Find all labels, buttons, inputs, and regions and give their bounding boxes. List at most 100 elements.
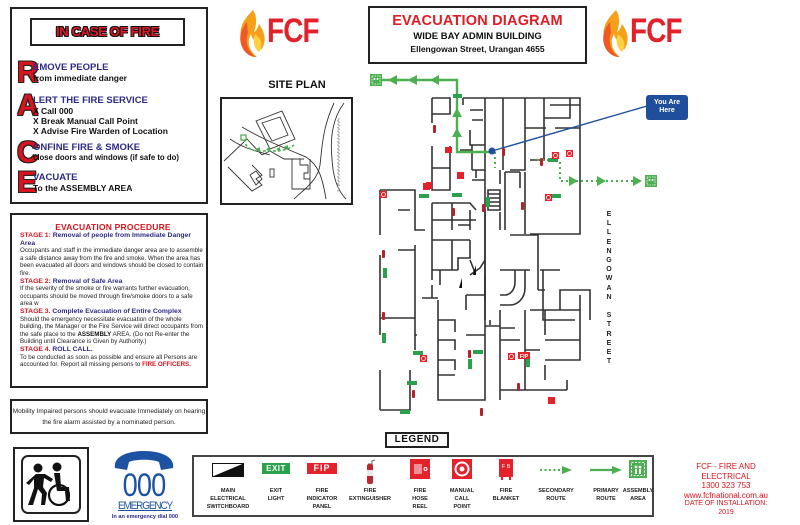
route-arrow — [452, 108, 462, 117]
stage-3-text: Should the emergency necessitate evacuat… — [20, 316, 206, 346]
secondary-route-arrows — [569, 176, 642, 186]
exit-sign — [486, 197, 490, 207]
legend-item-call-point: MANUAL CALL POINT — [432, 457, 492, 515]
fire-hose-reel-icon — [548, 397, 555, 404]
stage-label: STAGE 1: — [20, 232, 51, 239]
street-letter: N — [606, 293, 612, 301]
switchboard-icon — [459, 278, 462, 288]
secondary-route — [494, 152, 640, 182]
street-letter: E — [606, 349, 612, 357]
exit-sign — [453, 94, 462, 98]
stage-label: STAGE 4. — [20, 345, 51, 353]
route-arrow — [597, 176, 606, 186]
stage-title: Complete Evacuation of Entire Complex — [52, 307, 182, 315]
legend-item-assembly-area: ASSEMBLY AREA — [608, 457, 668, 515]
site-street-dashes — [337, 118, 340, 192]
fire-extinguisher-icon — [540, 158, 543, 166]
fire-blanket-icon: F B — [499, 459, 513, 480]
exit-sign — [419, 194, 429, 198]
site-plan-map — [220, 97, 353, 205]
legend-item-extinguisher: FIRE EXTINGUISHER — [340, 457, 400, 515]
legend-label: FIRE INDICATOR PANEL — [306, 488, 338, 510]
legend-item-primary-route: PRIMARY ROUTE — [576, 457, 636, 515]
assembly-area-icon — [629, 460, 647, 478]
text-segment-red: FIRE OFFICERS. — [142, 361, 191, 369]
wheelchair-assist-icon — [26, 462, 71, 507]
assembly-area-east — [645, 175, 657, 187]
exit-signs — [382, 94, 561, 414]
manual-call-point-icon — [452, 459, 472, 479]
legend-title: LEGEND — [385, 432, 449, 448]
stage-2-heading: STAGE 2: Removal of Safe Area — [20, 278, 206, 286]
fire-extinguisher-icon — [452, 208, 455, 216]
race-line: X Call 000 — [33, 106, 74, 116]
switchboard-icon — [212, 463, 244, 477]
stage-label: STAGE 3. — [20, 307, 51, 315]
company-website: www.fcfnational.com.au — [683, 490, 769, 500]
telephone-icon — [114, 451, 174, 470]
you-are-here-pointer — [491, 105, 648, 152]
text-segment: Should the emergency necessitate evacuat… — [20, 315, 203, 338]
race-heading: EMOVE PEOPLE — [33, 62, 109, 73]
fire-hose-reel-icon — [445, 147, 452, 153]
route-arrow — [430, 75, 439, 85]
mobility-assist-sign — [13, 447, 89, 522]
race-letter: R — [17, 56, 39, 89]
fire-blanket-label: F B — [502, 464, 511, 470]
race-title: IN CASE OF FIRE — [30, 18, 185, 46]
stage-4-heading: STAGE 4. ROLL CALL. — [20, 346, 206, 354]
floor-plan: FIP — [370, 74, 657, 416]
legend-item-hose-reel: FIRE HOSE REEL — [390, 457, 450, 515]
fire-extinguisher-icon — [382, 250, 385, 258]
fire-blanket-icon — [426, 182, 432, 189]
diagram-title: EVACUATION DIAGRAM — [392, 13, 563, 29]
exit-sign — [383, 268, 387, 278]
street-letter: O — [606, 266, 612, 274]
fip-icon: FIP — [307, 463, 337, 474]
stage-1-text: Occupants and staff in the immediate dan… — [20, 247, 204, 277]
legend-label: FIRE HOSE REEL — [412, 488, 428, 510]
stage-2-text: If the severity of the smoke or fire war… — [20, 285, 193, 308]
fire-hose-reel-icon — [410, 459, 430, 479]
street-letter: A — [606, 284, 612, 292]
company-phone: 1300 323 753 — [701, 481, 751, 490]
site-assembly-area-icon — [240, 134, 247, 141]
legend-label: MANUAL CALL POINT — [449, 488, 475, 510]
contact-info: FCF - FIRE AND ELECTRICAL 1300 323 753 w… — [658, 462, 794, 517]
stage-title: Removal of Safe Area — [52, 277, 123, 285]
legend-item-fire-blanket: F B FIRE BLANKET — [476, 457, 536, 515]
you-are-here-dot — [488, 147, 496, 155]
fire-hose-reel-icon — [457, 172, 464, 179]
switchboards — [459, 265, 476, 288]
street-letter: L — [606, 220, 612, 228]
emergency-000-sign: 000 EMERGENCY In an emergency dial 000 — [103, 448, 183, 524]
route-arrow — [633, 176, 642, 186]
race-letter: A — [17, 89, 39, 122]
secondary-route-icon — [540, 466, 572, 474]
primary-route — [382, 78, 492, 154]
exit-sign — [400, 410, 410, 414]
fire-extinguisher-icon — [521, 202, 524, 210]
fcf-logo-right: FCF — [598, 8, 698, 57]
fire-hose-reels — [423, 147, 555, 404]
race-line: X Break Manual Call Point — [33, 116, 138, 126]
exit-sign — [526, 357, 530, 367]
fire-extinguisher-icon — [482, 204, 485, 212]
legend-item-fip: FIP FIRE INDICATOR PANEL — [292, 457, 352, 515]
race-heading: VACUATE — [33, 172, 78, 183]
exit-sign — [548, 158, 558, 162]
race-line: X Advise Fire Warden of Location — [33, 126, 168, 136]
legend-label: PRIMARY ROUTE — [593, 488, 619, 502]
legend-item-exit-light: EXIT EXIT LIGHT — [246, 457, 306, 515]
stage-4-text: To be conducted as soon as possible and … — [20, 354, 206, 369]
site-plan-drawing — [223, 102, 347, 200]
route-arrow — [388, 75, 397, 85]
building-address: Ellengowan Street, Urangan 4655 — [410, 44, 545, 54]
installation-year: 2019 — [718, 508, 734, 516]
fcf-logo-left: FCF — [235, 8, 335, 57]
you-are-here-label: You Are Here — [646, 95, 688, 120]
legend-label: FIRE BLANKET — [492, 488, 520, 502]
installation-date-label: DATE OF INSTALLATION: — [684, 500, 768, 507]
switchboard-icon — [473, 265, 476, 275]
exit-sign — [473, 350, 483, 354]
